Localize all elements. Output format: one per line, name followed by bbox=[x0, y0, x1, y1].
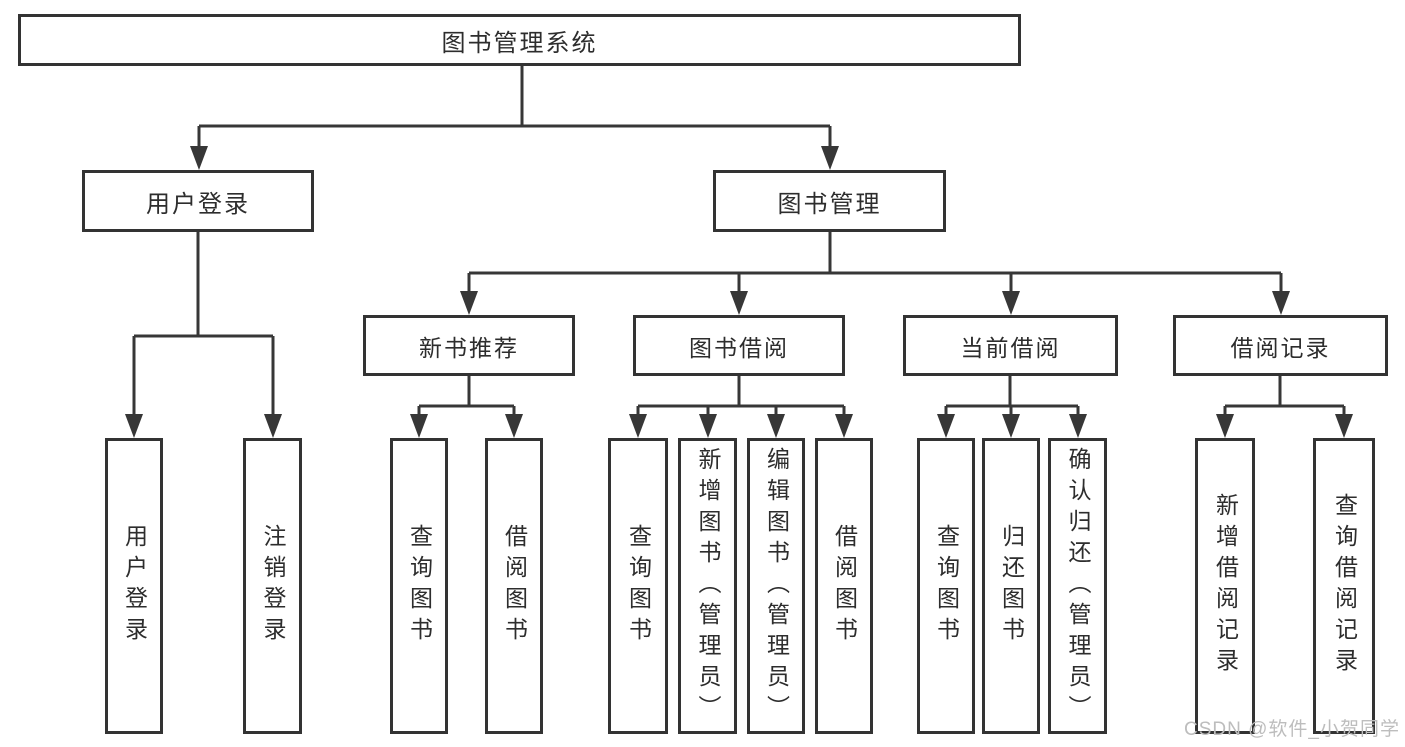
node-book-management: 图书管理 bbox=[713, 170, 946, 232]
leaf-label: 查询图书 bbox=[406, 524, 433, 648]
leaf-label: 用户登录 bbox=[121, 524, 148, 648]
leaf-label: 归还图书 bbox=[998, 524, 1025, 648]
connector-user-login-leaves bbox=[132, 232, 275, 418]
node-label: 图书管理系统 bbox=[441, 29, 598, 57]
node-label: 借阅记录 bbox=[1230, 334, 1331, 361]
leaf-label: 确认归还（管理员） bbox=[1065, 446, 1091, 726]
node-borrow-records: 借阅记录 bbox=[1173, 315, 1388, 376]
node-label: 当前借阅 bbox=[960, 334, 1061, 361]
leaf-label: 新增图书（管理员） bbox=[695, 446, 721, 726]
leaf-search-books-borrow: 查询图书 bbox=[608, 438, 668, 734]
connector-current-borrow-leaves bbox=[944, 376, 1080, 418]
leaf-add-borrow-record: 新增借阅记录 bbox=[1195, 438, 1255, 734]
connector-borrow-records-leaves bbox=[1223, 376, 1346, 418]
leaf-label: 借阅图书 bbox=[831, 524, 858, 648]
leaf-return-books: 归还图书 bbox=[982, 438, 1040, 734]
connector-root-to-level2 bbox=[197, 66, 832, 150]
leaf-label: 查询图书 bbox=[933, 524, 960, 648]
node-label: 图书借阅 bbox=[689, 334, 789, 361]
leaf-label: 注销登录 bbox=[260, 524, 286, 648]
node-label: 新书推荐 bbox=[419, 334, 519, 361]
leaf-label: 查询借阅记录 bbox=[1331, 493, 1358, 679]
leaf-borrow-books: 借阅图书 bbox=[815, 438, 873, 734]
node-new-book-recommend: 新书推荐 bbox=[363, 315, 575, 376]
leaf-label: 新增借阅记录 bbox=[1212, 493, 1239, 679]
csdn-watermark: CSDN @软件_小贺同学 bbox=[1184, 719, 1400, 740]
node-library-management-system: 图书管理系统 bbox=[18, 14, 1021, 66]
connector-book-borrow-leaves bbox=[636, 376, 846, 418]
leaf-confirm-return-admin: 确认归还（管理员） bbox=[1048, 438, 1107, 734]
leaf-user-login: 用户登录 bbox=[105, 438, 163, 734]
node-book-borrow: 图书借阅 bbox=[633, 315, 845, 376]
leaf-label: 借阅图书 bbox=[501, 524, 528, 648]
leaf-borrow-books-recommend: 借阅图书 bbox=[485, 438, 543, 734]
connector-book-management-level3 bbox=[467, 232, 1283, 295]
leaf-logout: 注销登录 bbox=[243, 438, 302, 734]
leaf-label: 查询图书 bbox=[625, 524, 652, 648]
leaf-add-books-admin: 新增图书（管理员） bbox=[678, 438, 737, 734]
leaf-label: 编辑图书（管理员） bbox=[763, 446, 790, 726]
node-label: 用户登录 bbox=[146, 190, 250, 218]
leaf-search-books-recommend: 查询图书 bbox=[390, 438, 448, 734]
node-current-borrow: 当前借阅 bbox=[903, 315, 1118, 376]
leaf-edit-books-admin: 编辑图书（管理员） bbox=[747, 438, 805, 734]
node-label: 图书管理 bbox=[777, 190, 882, 218]
node-user-login: 用户登录 bbox=[82, 170, 314, 232]
leaf-search-borrow-record: 查询借阅记录 bbox=[1313, 438, 1375, 734]
leaf-search-books-current: 查询图书 bbox=[917, 438, 975, 734]
connector-new-book-leaves bbox=[417, 376, 516, 418]
